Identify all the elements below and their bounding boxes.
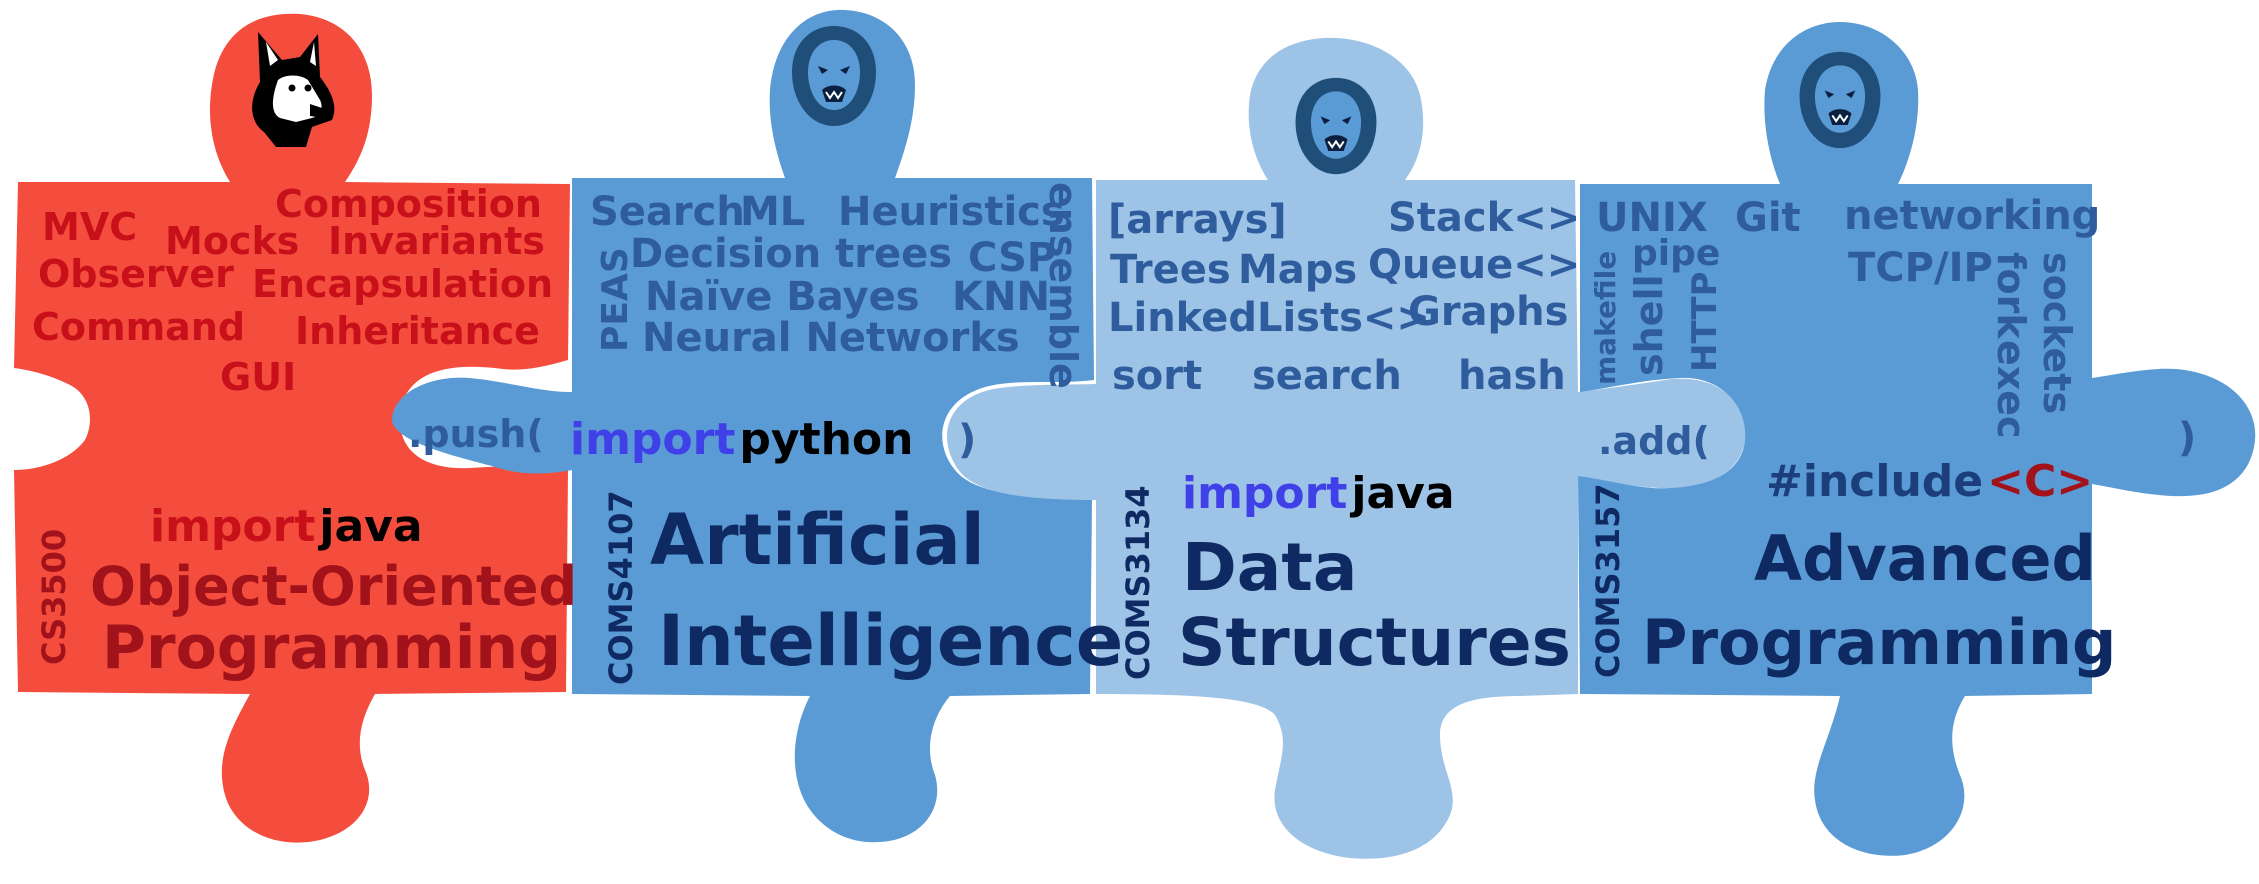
keyword-peas: PEAS	[595, 247, 636, 352]
keyword-trees: Trees	[1110, 247, 1231, 293]
course-title-line1: Advanced	[1754, 522, 2096, 595]
course-title-line2: Programming	[1642, 606, 2117, 679]
course-title-line2: Programming	[102, 613, 562, 683]
keyword-csp: CSP	[968, 235, 1057, 281]
keyword-unix: UNIX	[1596, 195, 1708, 241]
course-code: COMS4107	[602, 490, 640, 685]
keyword-command: Command	[32, 305, 246, 349]
import-statement: import java	[150, 505, 423, 549]
keyword-queue: Queue<>	[1368, 242, 1581, 288]
keyword-sockets: sockets	[2035, 252, 2079, 415]
keyword-tcpip: TCP/IP	[1848, 245, 1993, 291]
connector-push: .push(	[408, 412, 544, 456]
keyword-encapsulation: Encapsulation	[252, 262, 554, 306]
import-language: java	[319, 501, 423, 552]
puzzle-piece-ds	[947, 37, 1746, 859]
include-statement: #include <C>	[1766, 460, 2093, 504]
course-code: CS3500	[35, 528, 73, 665]
import-statement: import java	[1182, 472, 1455, 516]
include-language: <C>	[1987, 456, 2094, 507]
keyword-naive-bayes: Naïve Bayes	[645, 274, 920, 320]
puzzle-piece-oop	[14, 13, 570, 843]
keyword-observer: Observer	[38, 252, 234, 296]
keyword-mocks: Mocks	[165, 219, 300, 263]
keyword-shell: shell	[1627, 274, 1671, 377]
keyword-sort: sort	[1112, 353, 1203, 399]
include-keyword: #include	[1766, 456, 1984, 507]
keyword-hash: hash	[1458, 353, 1566, 399]
keyword-decision-trees: Decision trees	[630, 231, 953, 277]
keyword-maps: Maps	[1238, 247, 1358, 293]
connector-close: )	[958, 417, 977, 463]
keyword-http: HTTP	[1685, 271, 1725, 372]
course-title-line1: Object-Oriented	[90, 555, 578, 618]
keyword-composition: Composition	[275, 182, 542, 226]
keyword-exec: exec	[1989, 340, 2033, 439]
keyword-inheritance: Inheritance	[295, 309, 540, 353]
keyword-git: Git	[1735, 195, 1801, 241]
keyword-linkedlists: LinkedLists<>	[1108, 295, 1430, 341]
import-keyword: import	[1182, 468, 1348, 519]
connector-close: )	[2178, 415, 2197, 461]
keyword-heuristics: Heuristics	[838, 189, 1065, 235]
import-language: java	[1351, 468, 1455, 519]
keyword-fork: fork	[1989, 252, 2033, 339]
import-statement: import python	[570, 418, 913, 462]
import-keyword: import	[150, 501, 316, 552]
import-keyword: import	[570, 414, 736, 465]
lion-mascot-icon	[1295, 77, 1377, 175]
keyword-neural-networks: Neural Networks	[642, 315, 1020, 361]
keyword-makefile: makefile	[1589, 250, 1622, 385]
course-code: COMS3157	[1589, 483, 1627, 678]
course-title-line2: Structures	[1178, 604, 1571, 681]
keyword-gui: GUI	[220, 355, 297, 399]
puzzle-piece-adv	[1578, 22, 2256, 856]
keyword-pipe: pipe	[1632, 233, 1721, 274]
keyword-knn: KNN	[952, 274, 1050, 320]
husky-mascot-icon	[252, 32, 335, 147]
keyword-networking: networking	[1844, 193, 2101, 239]
puzzle-piece-ai	[391, 9, 1094, 843]
keyword-arrays: [arrays]	[1108, 197, 1287, 243]
lion-mascot-icon	[792, 26, 876, 126]
course-code: COMS3134	[1119, 485, 1157, 680]
course-title-line1: Artificial	[650, 499, 985, 581]
keyword-search: Search	[590, 189, 745, 235]
course-title-line2: Intelligence	[658, 600, 1124, 682]
keyword-mvc: MVC	[42, 205, 138, 249]
keyword-graphs: Graphs	[1408, 289, 1569, 335]
course-title-line1: Data	[1182, 529, 1358, 606]
import-language: python	[739, 414, 914, 465]
keyword-ml: ML	[740, 189, 806, 235]
keyword-search: search	[1252, 353, 1402, 399]
connector-add: .add(	[1598, 419, 1710, 463]
keyword-invariants: Invariants	[328, 219, 545, 263]
keyword-stack: Stack<>	[1388, 195, 1581, 241]
lion-mascot-icon	[1799, 51, 1881, 149]
